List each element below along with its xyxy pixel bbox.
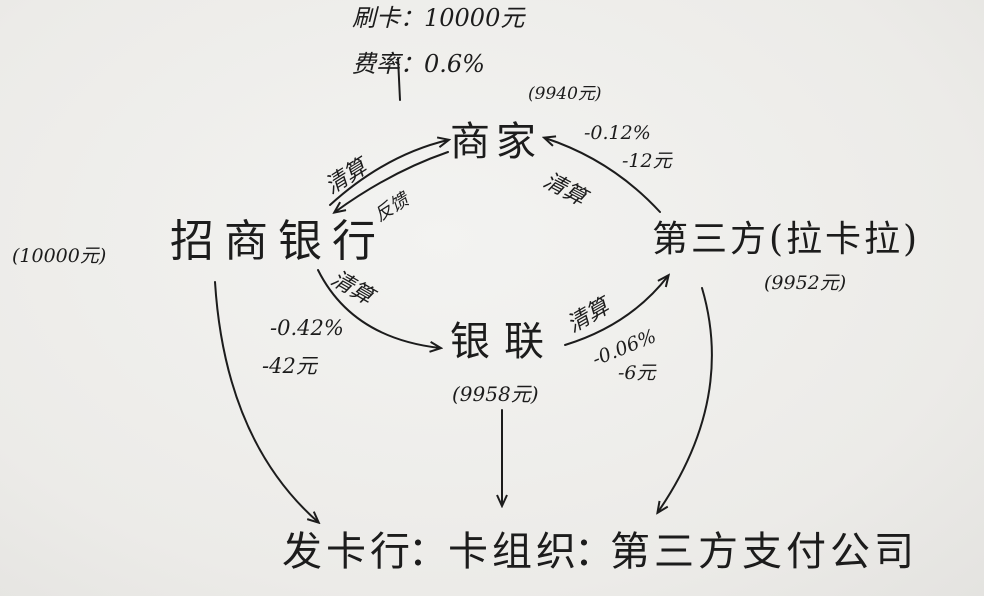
- node-unionpay: 银联: [450, 319, 558, 365]
- arrow-cmb-to-unionpay: [317, 269, 440, 348]
- arrow-cmb-to-issuer: [214, 281, 318, 522]
- node-third-party: 第三方(拉卡拉): [652, 219, 921, 260]
- fee-third-amount: -12元: [622, 150, 672, 172]
- arrow-third-to-paymentco: [658, 287, 713, 512]
- fee-rate-label: 费率：0.6%: [352, 50, 485, 78]
- unionpay-amount: (9958元): [452, 382, 539, 406]
- footer-sep-1: ：: [408, 529, 452, 575]
- arrow-merchant-to-cmb: [335, 151, 449, 212]
- fee-cmb-amount: -42元: [262, 354, 317, 378]
- swipe-amount-label: 刷卡：10000元: [352, 4, 525, 32]
- footer-issuer: 发卡行: [282, 529, 414, 575]
- arrow-third-to-merchant: [545, 138, 661, 213]
- footer-sep-2: ：: [574, 529, 618, 575]
- fee-unionpay-amount: -6元: [618, 362, 656, 384]
- third-party-amount: (9952元): [764, 272, 847, 294]
- header-stroke: [397, 57, 401, 101]
- fee-cmb-percent: -0.42%: [270, 316, 344, 340]
- node-merchant: 商家: [450, 119, 542, 165]
- node-cmb: 招商银行: [170, 216, 386, 267]
- footer-payment-company: 第三方支付公司: [610, 529, 918, 575]
- merchant-amount: (9940元): [528, 84, 602, 104]
- footer-card-org: 卡组织: [448, 529, 580, 575]
- arrow-unionpay-to-third: [564, 276, 668, 346]
- cmb-amount: (10000元): [12, 245, 107, 267]
- fee-third-percent: -0.12%: [584, 122, 651, 144]
- arrow-cmb-to-merchant: [329, 140, 448, 206]
